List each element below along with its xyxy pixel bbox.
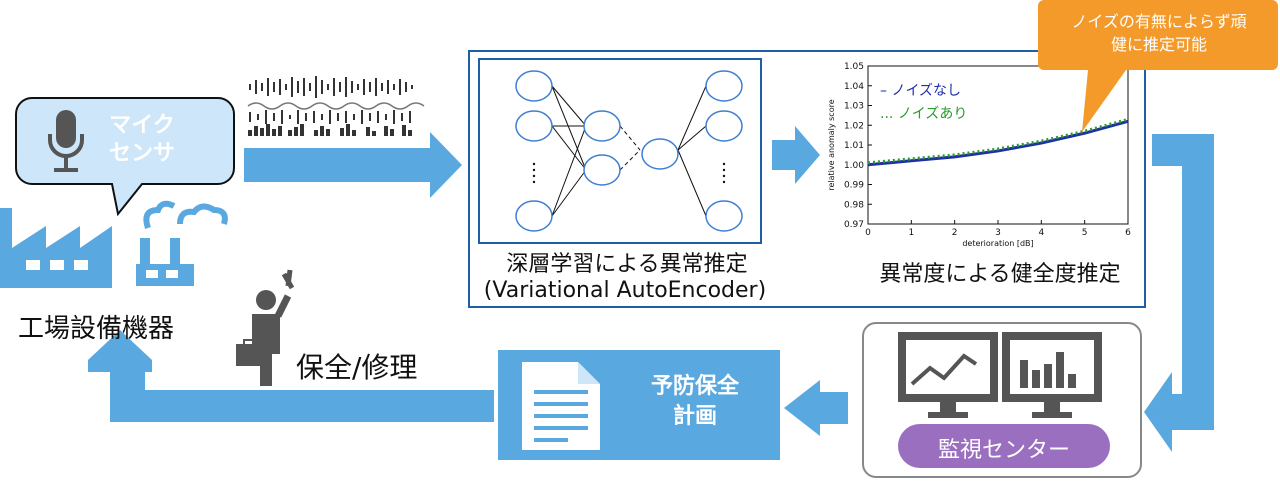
document-icon bbox=[522, 362, 600, 450]
y-axis-label: relative anomaly score bbox=[827, 99, 836, 190]
x-tick-label: 6 bbox=[1125, 228, 1131, 238]
health-estimation-label: 異常度による健全度推定 bbox=[879, 262, 1121, 287]
x-axis-label: deterioration [dB] bbox=[962, 239, 1033, 248]
plan-label: 予防保全 計画 bbox=[650, 374, 739, 429]
vae-frame bbox=[478, 58, 762, 244]
x-tick-label: 1 bbox=[908, 228, 914, 238]
x-tick-label: 2 bbox=[952, 228, 958, 238]
maintenance-label: 保全/修理 bbox=[296, 351, 418, 384]
y-tick-label: 0.99 bbox=[844, 181, 864, 191]
arrow-dl-to-chart bbox=[772, 126, 820, 184]
vae-label: (Variational AutoEncoder) bbox=[483, 278, 767, 303]
factory-label: 工場設備機器 bbox=[18, 314, 175, 344]
microphone-icon bbox=[48, 110, 84, 172]
x-tick-label: 0 bbox=[865, 228, 871, 238]
maintenance-worker-icon bbox=[236, 269, 295, 386]
plot-area bbox=[867, 65, 1129, 225]
mic-sensor-label: マイク センサ bbox=[108, 113, 175, 166]
series-line-noise-on bbox=[867, 117, 1129, 165]
y-tick-label: 1.03 bbox=[844, 102, 864, 112]
analysis-frame bbox=[468, 50, 1146, 308]
monitoring-center-label: 監視センター bbox=[937, 438, 1070, 463]
x-tick-label: 4 bbox=[1038, 228, 1044, 238]
arrow-monitor-to-plan bbox=[784, 380, 848, 436]
x-tick-label: 3 bbox=[995, 228, 1001, 238]
neural-network-diagram bbox=[515, 70, 743, 232]
legend-noise-off: – ノイズなし bbox=[880, 83, 962, 99]
monitor-icons bbox=[898, 332, 1102, 418]
bar-chart-monitor-icon bbox=[1002, 332, 1102, 418]
arrow-to-monitor bbox=[1144, 134, 1214, 452]
x-tick-label: 5 bbox=[1082, 228, 1088, 238]
arrow-mic-to-dl bbox=[244, 132, 462, 198]
y-tick-label: 0.97 bbox=[844, 220, 864, 230]
anomaly-score-chart: 0 1 2 3 4 5 6 0.97 0.98 0.99 1.00 1.01 1.02 1.03 1.04 1… bbox=[827, 62, 1131, 248]
line-chart-monitor-icon bbox=[898, 332, 998, 418]
waveform-icon bbox=[247, 76, 425, 136]
callout-text: ノイズの有無によらず頑 健に推定可能 bbox=[1071, 12, 1247, 54]
monitoring-center-pill bbox=[898, 424, 1110, 468]
y-tick-label: 1.00 bbox=[844, 161, 864, 171]
deep-learning-label: 深層学習による異常推定 bbox=[506, 252, 748, 277]
factory-icon bbox=[0, 200, 228, 288]
callout-bubble bbox=[1038, 0, 1278, 132]
y-tick-label: 1.04 bbox=[844, 82, 864, 92]
y-tick-label: 1.05 bbox=[844, 62, 864, 72]
y-tick-label: 1.02 bbox=[844, 121, 864, 131]
legend-noise-on: ... ノイズあり bbox=[880, 106, 968, 122]
series-line-noise-off bbox=[867, 119, 1129, 167]
y-tick-label: 0.98 bbox=[844, 200, 864, 210]
y-tick-label: 1.01 bbox=[844, 141, 864, 151]
